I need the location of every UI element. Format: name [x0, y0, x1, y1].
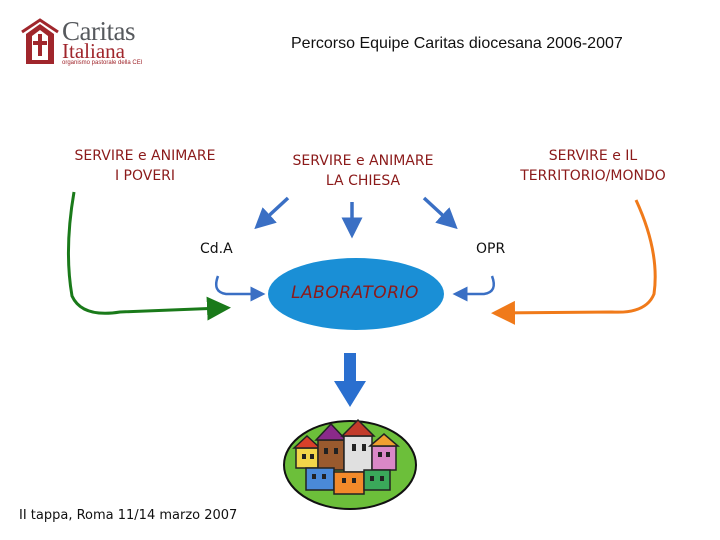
blue-arrow-left: [254, 196, 290, 230]
category-line2: I POVERI: [114, 168, 176, 184]
caritas-logo: [18, 18, 143, 70]
category-line1: SERVIRE e ANIMARE: [292, 153, 434, 169]
laboratorio-label: LABORATORIO: [291, 283, 419, 303]
blue-hook-arrow-right: [452, 275, 495, 302]
category-line2: LA CHIESA: [325, 173, 401, 189]
label-cda: Cd.A: [200, 241, 233, 257]
blue-hook-arrow-left: [215, 275, 266, 302]
blue-arrow-right: [422, 196, 458, 230]
page-title: Percorso Equipe Caritas diocesana 2006-2…: [291, 35, 623, 52]
town-illustration-icon: [283, 418, 417, 510]
caritas-cross-icon: [21, 18, 59, 64]
logo-name: Caritas: [62, 16, 135, 46]
down-arrow-head: [334, 381, 366, 407]
category-servire-poveri: SERVIRE e ANIMARE I POVERI: [50, 146, 240, 186]
category-servire-territorio: SERVIRE e IL TERRITORIO/MONDO: [498, 146, 688, 186]
footer-note: II tappa, Roma 11/14 marzo 2007: [19, 508, 238, 523]
label-opr: OPR: [476, 241, 506, 257]
logo-subname: Italiana: [62, 39, 125, 63]
logo-tagline: organismo pastorale della CEI: [62, 60, 143, 66]
category-line1: SERVIRE e IL: [548, 148, 638, 164]
orange-curved-arrow: [491, 199, 657, 325]
category-line1: SERVIRE e ANIMARE: [74, 148, 216, 164]
laboratorio-ellipse: [268, 258, 444, 330]
category-servire-chiesa: SERVIRE e ANIMARE LA CHIESA: [268, 151, 458, 191]
category-line2: TERRITORIO/MONDO: [520, 168, 666, 184]
green-curved-arrow: [66, 191, 231, 321]
down-arrow-shaft: [344, 353, 356, 383]
